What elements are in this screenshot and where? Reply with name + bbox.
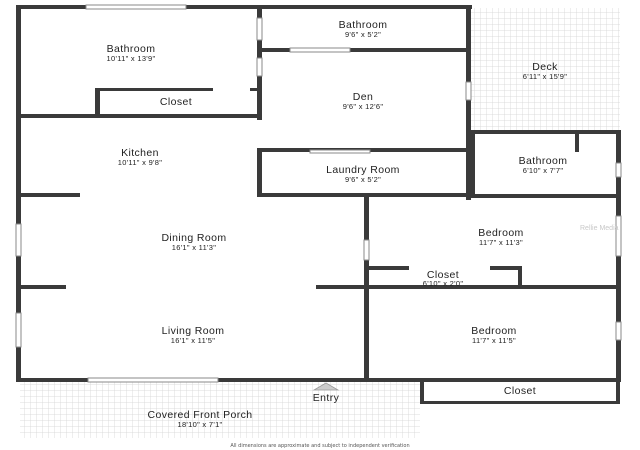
room-dims-closet-2: 6'10" x 2'0" <box>423 279 464 288</box>
room-name-closet-3: Closet <box>504 385 536 397</box>
room-dims-bathroom-1: 10'11" x 13'9" <box>107 54 156 63</box>
room-dims-den: 9'6" x 12'6" <box>343 102 384 111</box>
room-dims-deck: 6'11" x 15'9" <box>523 72 568 81</box>
disclaimer: All dimensions are approximate and subje… <box>230 443 409 449</box>
room-name-bedroom-1: Bedroom <box>478 227 523 239</box>
room-name-porch: Covered Front Porch <box>147 409 252 421</box>
room-name-den: Den <box>353 91 373 103</box>
room-dims-laundry: 9'6" x 5'2" <box>345 175 381 184</box>
room-name-bathroom-2: Bathroom <box>339 19 388 31</box>
walls <box>16 5 621 404</box>
room-name-bathroom-1: Bathroom <box>107 43 156 55</box>
room-dims-living: 16'1" x 11'5" <box>171 336 216 345</box>
room-name-living: Living Room <box>162 325 225 337</box>
room-name-bathroom-3: Bathroom <box>519 155 568 167</box>
entry-arrow-icon <box>312 382 340 391</box>
room-dims-porch: 18'10" x 7'1" <box>177 420 222 429</box>
deck-area <box>470 8 620 132</box>
room-labels: Bathroom 10'11" x 13'9" Bathroom 9'6" x … <box>107 19 568 429</box>
room-name-kitchen: Kitchen <box>121 147 159 159</box>
room-dims-bedroom-1: 11'7" x 11'3" <box>479 238 523 247</box>
watermark: Rellie Media <box>580 225 619 232</box>
room-name-bedroom-2: Bedroom <box>471 325 516 337</box>
room-dims-bedroom-2: 11'7" x 11'5" <box>472 336 516 345</box>
room-name-dining: Dining Room <box>161 232 226 244</box>
room-dims-dining: 16'1" x 11'3" <box>172 243 217 252</box>
room-name-laundry: Laundry Room <box>326 164 400 176</box>
room-name-closet-1: Closet <box>160 96 192 108</box>
room-name-entry: Entry <box>313 392 340 404</box>
room-name-closet-2: Closet <box>427 269 459 281</box>
room-dims-bathroom-3: 6'10" x 7'7" <box>523 166 564 175</box>
room-dims-kitchen: 10'11" x 9'8" <box>118 158 163 167</box>
windows <box>15 4 622 383</box>
porch-area <box>20 380 420 438</box>
room-dims-bathroom-2: 9'6" x 5'2" <box>345 30 381 39</box>
room-name-deck: Deck <box>532 61 558 73</box>
